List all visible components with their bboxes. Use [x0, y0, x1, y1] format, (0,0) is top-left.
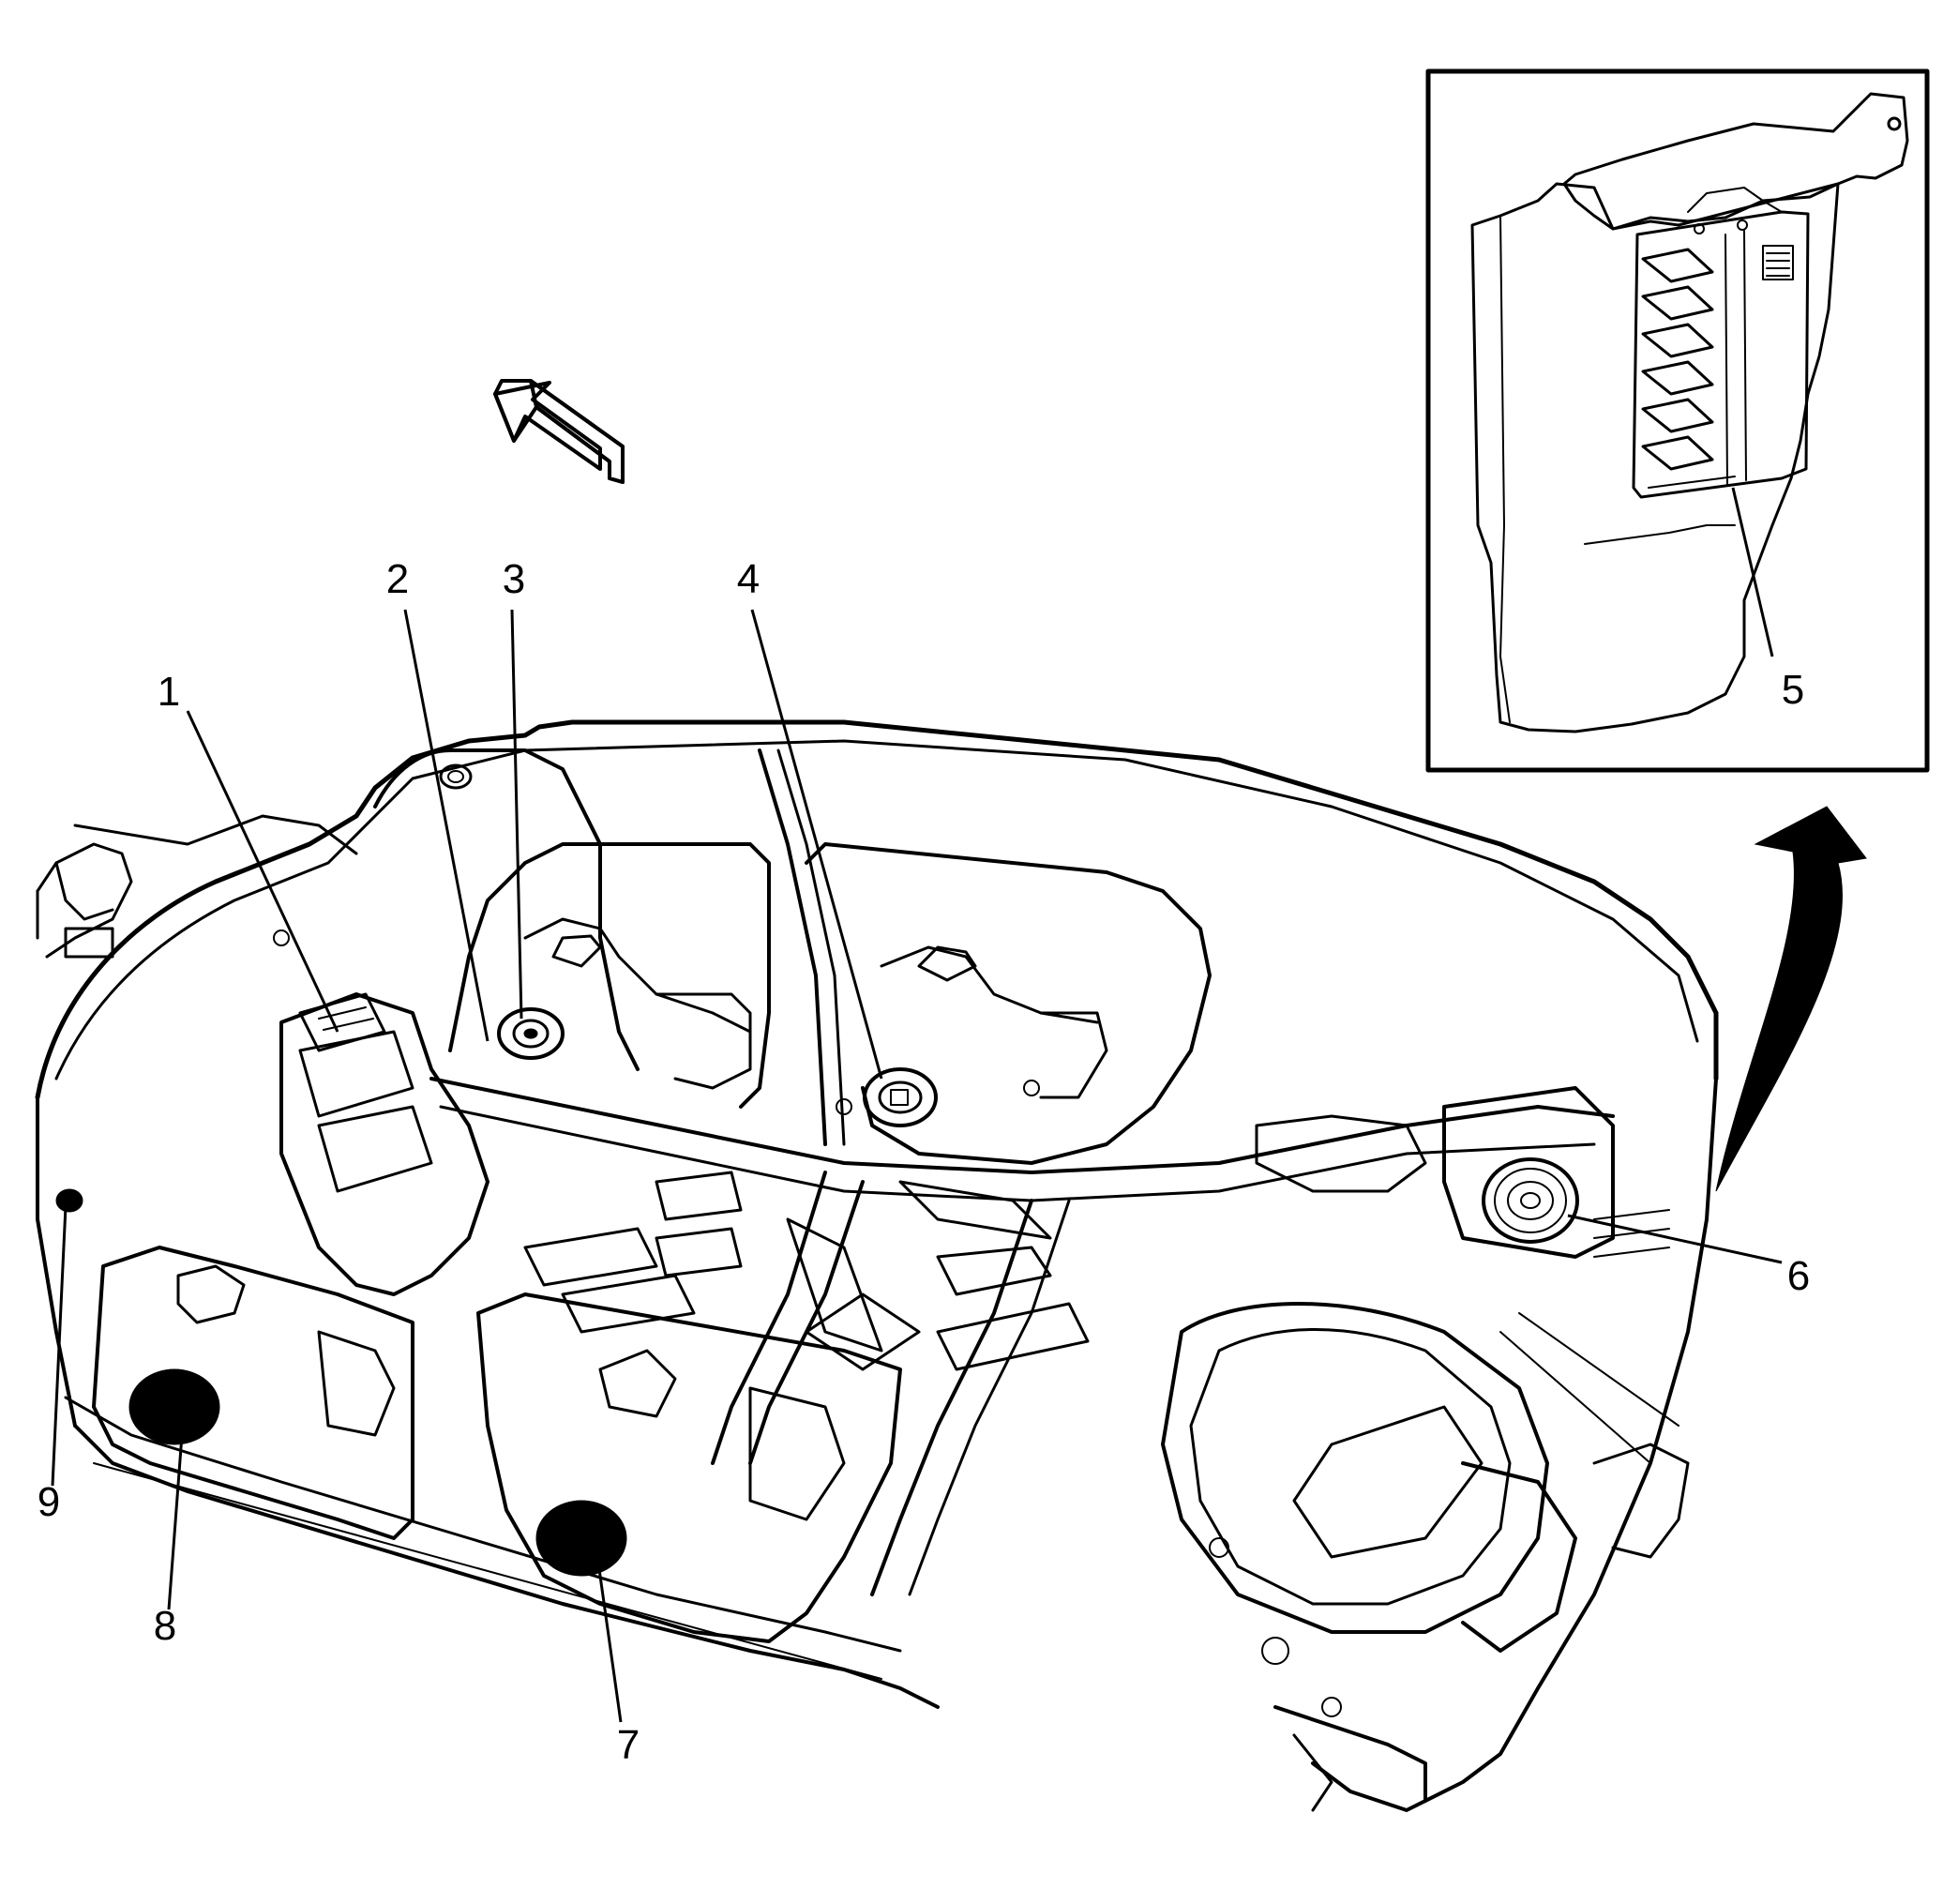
callout-5: 5 [1782, 667, 1804, 713]
callout-labels: 1 2 3 4 5 6 7 8 9 [38, 556, 1810, 1768]
callout-6-leader [1567, 1214, 1783, 1264]
callout-5-leader [1731, 487, 1774, 657]
component-1-connector [298, 992, 386, 1052]
inset-bracket-hole [1887, 116, 1902, 131]
direction-arrow-icon [493, 379, 625, 484]
callout-9: 9 [38, 1479, 60, 1525]
component-2-speaker [439, 763, 473, 790]
inset-panel-inner [1584, 524, 1736, 545]
callout-9-leader [51, 1205, 68, 1487]
callout-6: 6 [1787, 1253, 1810, 1299]
callout-3-leader [510, 609, 523, 1020]
callout-2-leader [403, 609, 490, 1042]
curved-arrow-icon [1715, 806, 1867, 1192]
inset-trim-panel [1470, 182, 1840, 733]
inset-bracket [1562, 92, 1909, 231]
callout-8: 8 [154, 1603, 176, 1649]
component-4-speaker [863, 1067, 938, 1127]
component-6-speaker [1482, 1157, 1579, 1244]
component-9-speaker [55, 1188, 83, 1213]
callout-4-leader [750, 609, 883, 1080]
callout-2: 2 [386, 556, 409, 602]
inset-panel-edge [1471, 215, 1511, 723]
detail-inset [1425, 68, 1930, 773]
callout-1-leader [186, 710, 339, 1033]
component-8-speaker [128, 1368, 220, 1445]
callout-8-leader [167, 1434, 184, 1610]
component-7-speaker [535, 1500, 627, 1577]
inset-module [1632, 187, 1810, 499]
callout-7-leader [596, 1562, 623, 1723]
callout-7: 7 [617, 1722, 640, 1768]
callout-1: 1 [158, 669, 180, 715]
detail-inset-frame [1425, 68, 1930, 773]
component-3-speaker [497, 1007, 565, 1060]
callout-4: 4 [737, 556, 760, 602]
leader-lines [51, 609, 1783, 1723]
vehicle-body [35, 719, 1719, 1812]
callout-3: 3 [503, 556, 525, 602]
